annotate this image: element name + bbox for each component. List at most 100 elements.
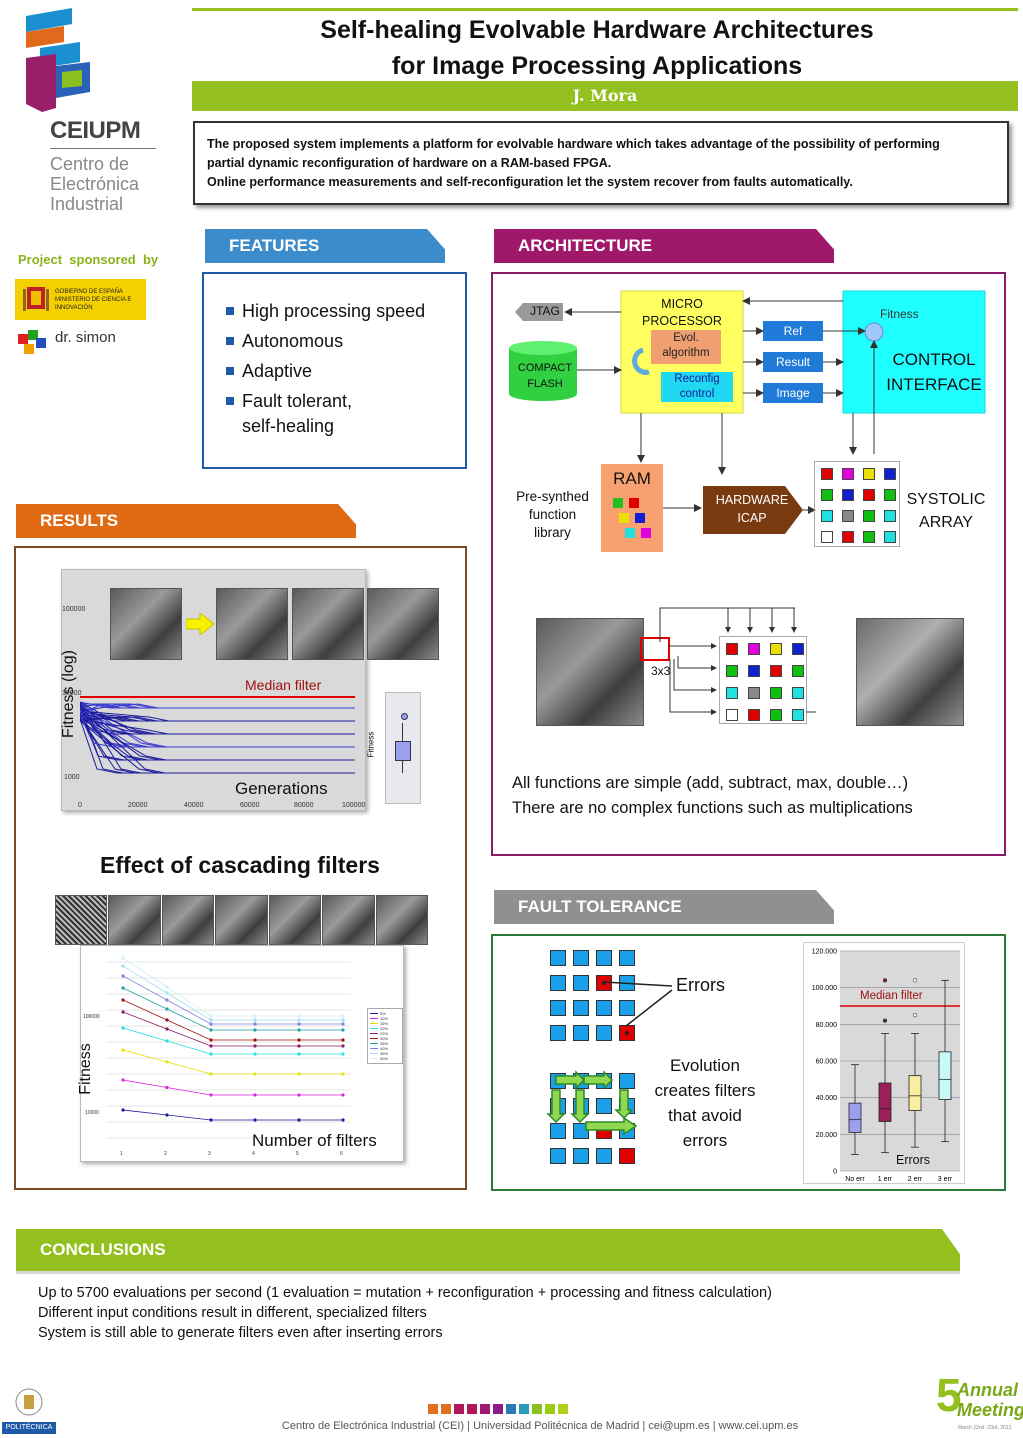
abstract-box: The proposed system implements a platfor… <box>193 121 1009 205</box>
compact-flash-label: COMPACT FLASH <box>509 360 581 392</box>
boxplot-svg: 120.000100.00080.00060.00040.00020.0000N… <box>812 949 960 1183</box>
cascade-point <box>341 1018 345 1022</box>
cascade-thumb <box>375 895 428 945</box>
svg-text:3 err: 3 err <box>938 1176 953 1183</box>
cascade-point <box>253 1118 257 1122</box>
box-0: No err <box>845 1064 865 1183</box>
cascade-point <box>253 1028 257 1032</box>
cascade-line <box>122 1049 343 1075</box>
error-pointers <box>603 981 673 1027</box>
window-highlight <box>640 637 670 661</box>
footer-square <box>532 1404 542 1414</box>
cascade-point <box>165 1060 169 1064</box>
cascade-point <box>297 1022 301 1026</box>
compact-flash-line-2: FLASH <box>527 378 563 390</box>
grid-cell <box>550 1148 566 1164</box>
reconfig-control-label: Reconfig control <box>661 372 733 402</box>
author-name: J. Mora <box>572 86 638 105</box>
cascade-point <box>341 1014 345 1018</box>
cascade-point <box>341 1038 345 1042</box>
svg-text:2 err: 2 err <box>908 1176 923 1183</box>
systolic-line-1: SYSTOLIC <box>906 491 986 508</box>
plot2-xtick: 1 <box>120 1151 123 1157</box>
cascade-point <box>253 1093 257 1097</box>
feature-item: High processing speed <box>226 296 425 326</box>
sponsors-heading: Project sponsored by <box>18 252 159 267</box>
pe-cell <box>792 709 804 721</box>
feature-continuation: self-healing <box>242 416 335 436</box>
footer-text: Centro de Electrónica Industrial (CEI) |… <box>281 1420 799 1432</box>
cascade-line <box>122 1027 343 1055</box>
cascade-point <box>253 1022 257 1026</box>
cascade-line <box>122 965 343 1021</box>
cascade-point <box>165 991 169 995</box>
box-2: 2 err <box>908 978 923 1183</box>
cascade-point <box>341 1093 345 1097</box>
grid-cell <box>596 1025 612 1041</box>
cascade-point <box>341 1022 345 1026</box>
boxplot-errors-label: Errors <box>896 1153 931 1167</box>
filtered-output-image <box>856 618 964 726</box>
footer-square <box>545 1404 555 1414</box>
architecture-heading: ARCHITECTURE <box>494 229 834 263</box>
grid-cell <box>596 1000 612 1016</box>
presynth-line-2: function <box>528 507 577 522</box>
evol-algorithm-block <box>651 330 721 364</box>
plot1-xtick: 20000 <box>128 802 148 809</box>
ref-block <box>763 321 823 341</box>
box-3: 3 err <box>938 979 953 1183</box>
plot1-ytick: 10000 <box>62 690 82 697</box>
filtered-lena-thumb-3 <box>367 588 439 660</box>
plot2-ylabel: Fitness <box>76 1043 94 1095</box>
cascade-point <box>297 1028 301 1032</box>
pe-cell <box>863 468 875 480</box>
microprocessor-label: MICRO PROCESSOR <box>621 296 743 330</box>
pe-cell <box>726 709 738 721</box>
cascade-point <box>165 1113 169 1117</box>
note-line-1: All functions are simple (add, subtract,… <box>512 774 909 792</box>
presynth-line-1: Pre-synthed <box>516 489 589 504</box>
cascade-point <box>209 1044 213 1048</box>
boxplot-ytick: 120.000 <box>812 949 837 956</box>
cascade-point <box>165 1018 169 1022</box>
plot1-median-label: Median filter <box>245 677 322 693</box>
result-label: Result <box>775 355 810 369</box>
cascade-point <box>297 1093 301 1097</box>
conclusions-text: Up to 5700 evaluations per second (1 eva… <box>38 1283 772 1343</box>
legend-entry: 45% <box>370 1051 400 1056</box>
plot1-xtick: 0 <box>78 802 82 809</box>
pe-cell <box>884 468 896 480</box>
pe-cell <box>726 665 738 677</box>
spain-crest-icon <box>23 287 49 311</box>
pe-cell <box>748 643 760 655</box>
logo-name-line-3: Industrial <box>50 194 124 214</box>
grid-cell <box>619 950 635 966</box>
presynth-line-3: library <box>534 525 571 540</box>
cascade-point <box>121 964 125 968</box>
grid-cell <box>573 950 589 966</box>
fitness-curves <box>80 701 355 774</box>
error-cell <box>619 1148 635 1164</box>
cascade-point <box>121 1108 125 1112</box>
svg-text:No err: No err <box>845 1176 865 1183</box>
feature-item: Fault tolerant, <box>226 386 425 416</box>
reconfig-line-2: control <box>679 388 715 400</box>
icap-label: HARDWARE ICAP <box>703 491 801 527</box>
micro-line-2: PROCESSOR <box>642 314 722 328</box>
pe-cell <box>842 468 854 480</box>
conclusion-line-2: Different input conditions result in dif… <box>38 1305 427 1321</box>
plot1-xtick: 40000 <box>184 802 204 809</box>
cascade-thumb <box>55 895 108 945</box>
evolution-line-1: Evolution <box>670 1056 740 1075</box>
legend-entry: 40% <box>370 1046 400 1051</box>
evolution-line-2: creates filters <box>654 1081 756 1100</box>
fitness-label: Fitness <box>880 307 919 321</box>
cascade-point <box>297 1044 301 1048</box>
control-line-2: INTERFACE <box>886 375 982 394</box>
cascade-line <box>122 975 343 1025</box>
upm-crest-icon <box>15 1388 43 1416</box>
results-heading: RESULTS <box>16 504 356 538</box>
legend-entry: 35% <box>370 1041 400 1046</box>
ministry-logo: GOBIERNO DE ESPAÑA MINISTERIO DE CIENCIA… <box>15 279 146 320</box>
